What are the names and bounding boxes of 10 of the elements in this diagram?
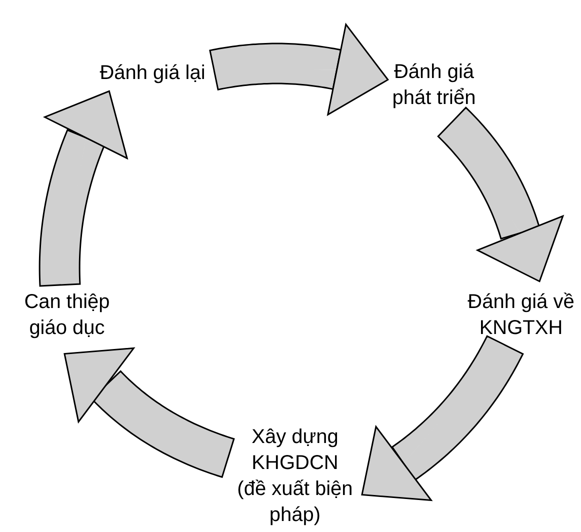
step-label: Đánh giá phát triển <box>391 60 477 111</box>
curved-block-arrow <box>437 106 564 282</box>
step-label: Đánh giá về KNGTXH <box>466 290 576 341</box>
curved-block-arrow <box>38 90 128 287</box>
step-label: Đánh giá lại <box>100 61 206 86</box>
curved-block-arrow <box>209 24 389 116</box>
curved-block-arrow <box>361 335 524 502</box>
step-label: Xây dựng KHGDCN (đề xuất biện pháp) <box>237 425 353 528</box>
step-label: Can thiệp giáo dục <box>23 290 111 341</box>
curved-block-arrow <box>64 347 235 478</box>
